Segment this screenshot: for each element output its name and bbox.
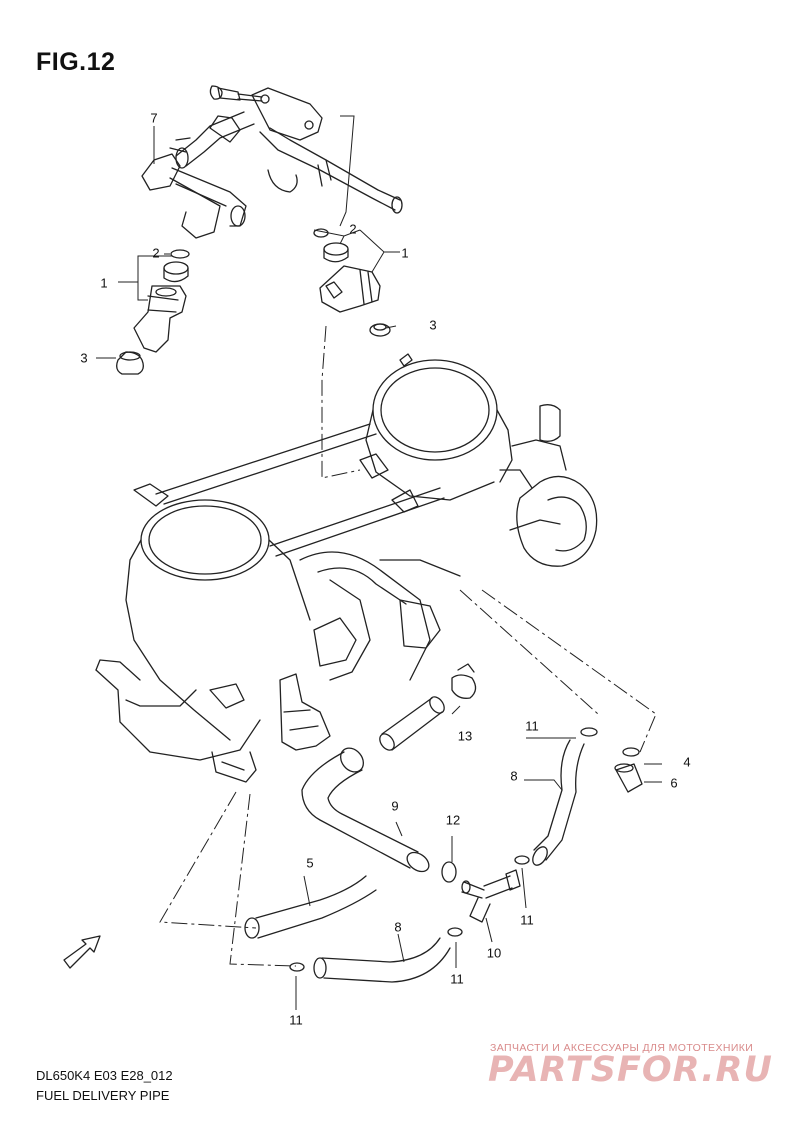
- right-injector-assembly: [313, 228, 391, 337]
- callout-label: 11: [520, 912, 534, 928]
- clamp-13: [451, 663, 477, 699]
- callout-label: 6: [670, 775, 678, 791]
- callout-label: 3: [429, 317, 437, 333]
- fuel-delivery-pipe: [141, 85, 403, 239]
- callout-label: 2: [152, 245, 160, 261]
- callout-label: 11: [450, 971, 464, 987]
- t-joint-10: [461, 869, 521, 923]
- fwd-arrow-icon: [63, 935, 101, 969]
- callout-label: 1: [100, 275, 108, 291]
- callout-label: 5: [306, 855, 314, 871]
- hose-8-lower: [313, 937, 451, 983]
- clips: [289, 727, 640, 972]
- callout-label: 1: [401, 245, 409, 261]
- callout-label: 2: [349, 221, 357, 237]
- figure-title: FIG.12: [36, 48, 116, 76]
- callout-label: 9: [391, 798, 399, 814]
- watermark-tagline: ЗАПЧАСТИ И АКСЕССУАРЫ ДЛЯ МОТОТЕХНИКИ: [490, 1042, 754, 1054]
- hose-5: [244, 875, 377, 939]
- hose-13: [379, 696, 445, 751]
- left-injector-assembly: [116, 249, 190, 375]
- callout-label: 3: [80, 350, 88, 366]
- hose-9: [301, 747, 430, 873]
- callout-label: 8: [510, 768, 518, 784]
- callout-label: 8: [394, 919, 402, 935]
- callout-label: 12: [445, 812, 461, 828]
- callout-label: 7: [150, 110, 158, 126]
- watermark-logo: PARTSFOR.RU: [488, 1050, 773, 1090]
- callout-label: 10: [486, 945, 502, 961]
- leader-lines: [96, 115, 662, 1010]
- callout-label: 11: [525, 718, 539, 734]
- callout-label: 4: [683, 754, 691, 770]
- throttle-body-assembly: [95, 353, 598, 783]
- figure-caption: FUEL DELIVERY PIPE: [36, 1088, 170, 1103]
- callout-label: 11: [289, 1012, 303, 1028]
- model-code: DL650K4 E03 E28_012: [36, 1068, 173, 1083]
- callout-label: 13: [457, 728, 473, 744]
- cap-6: [614, 763, 643, 793]
- hose-8-upper: [532, 739, 585, 866]
